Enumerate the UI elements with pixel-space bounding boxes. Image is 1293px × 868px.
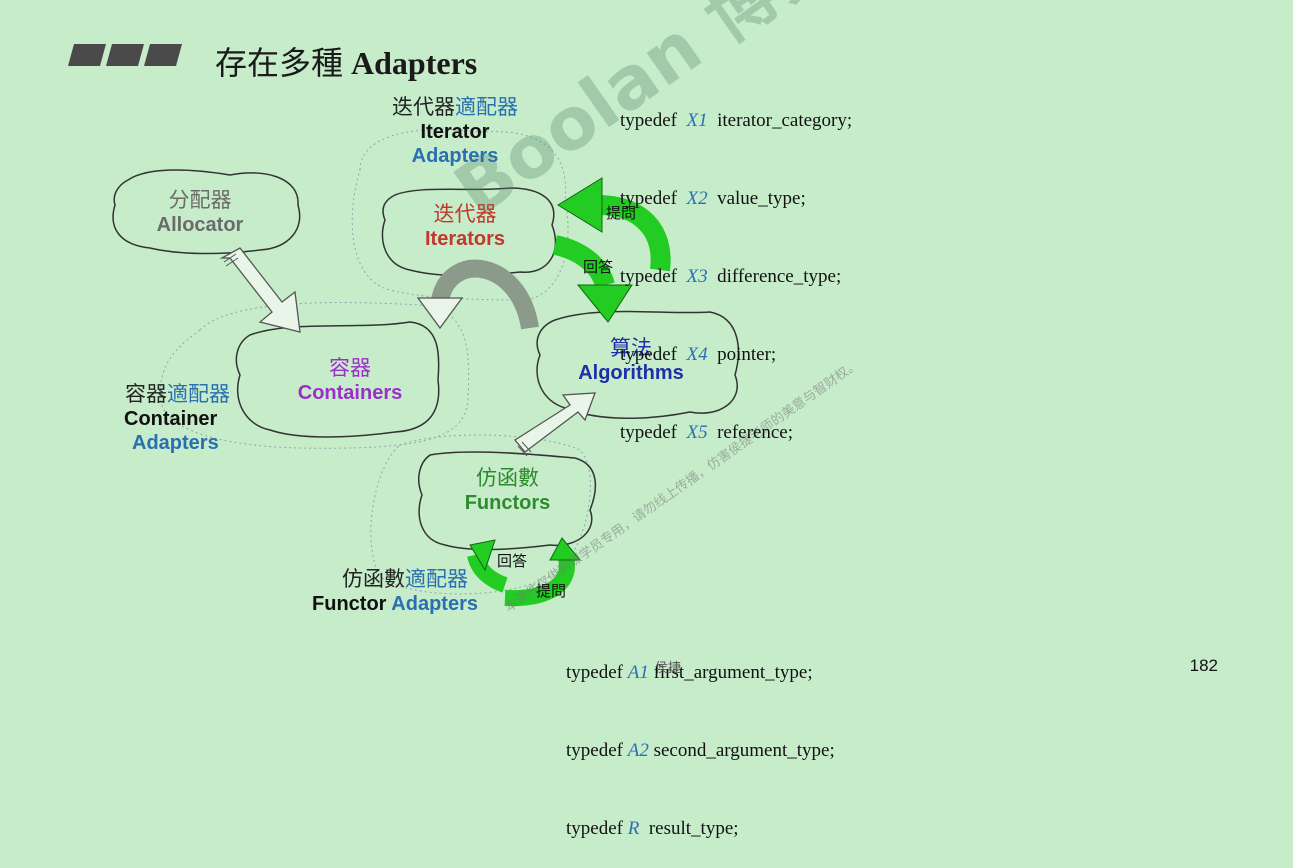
ask-bottom-label: 提問: [536, 582, 567, 600]
typedef-top-row: typedef X4 pointer;: [620, 344, 777, 365]
typedef-top-row: typedef X1 iterator_category;: [620, 110, 853, 131]
iterator-adapters-cn2: 適配器: [455, 95, 518, 119]
algorithms-to-containers-curved-arrow: [416, 259, 539, 330]
ask-top-label: 提問: [606, 204, 637, 222]
container-adapters-cn1: 容器: [125, 382, 167, 406]
functors-en: Functors: [464, 492, 551, 515]
algorithms-en: Algorithms: [578, 362, 684, 385]
iterator-adapter-region: [351, 128, 569, 301]
algorithms-node: 算法 Algorithms: [570, 336, 692, 385]
container-adapters-cn2: 適配器: [167, 382, 230, 406]
functor-adapters-label: 仿函數適配器 Functor Adapters: [300, 567, 490, 616]
ask-bottom-green-arrow: [504, 537, 582, 607]
diagram-canvas: [112, 128, 740, 607]
allocator-en: Allocator: [156, 214, 244, 237]
typedef-top-row: typedef X2 value_type;: [620, 188, 806, 209]
functors-node: 仿函數 Functors: [455, 466, 560, 515]
container-adapters-label: 容器適配器 Container Adapters: [110, 382, 245, 455]
typedef-bottom-row: typedef A2 second_argument_type;: [566, 740, 835, 761]
ask-top-green-arrow: [557, 177, 671, 272]
typedef-top-row: typedef X5 reference;: [620, 422, 794, 443]
iterator-adapters-en1: Iterator: [420, 121, 490, 144]
iterator-adapters-en2: Adapters: [411, 145, 499, 168]
answer-top-green-arrow: [552, 235, 633, 323]
allocator-node: 分配器 Allocator: [150, 188, 250, 237]
containers-en: Containers: [297, 382, 403, 405]
containers-cn: 容器: [329, 356, 371, 380]
title-bars-icon: [68, 44, 182, 66]
page-number: 182: [1189, 656, 1218, 675]
typedefs-bottom: typedef A1 first_argument_type; typedef …: [566, 608, 835, 868]
typedefs-top: typedef X1 iterator_category; typedef X2…: [620, 56, 852, 472]
algorithms-cn: 算法: [610, 336, 652, 360]
allocator-to-containers-arrow: [219, 247, 301, 333]
functor-adapters-en2: Adapters: [391, 593, 478, 616]
iterators-node: 迭代器 Iterators: [410, 202, 520, 251]
title-latin: Adapters: [351, 45, 478, 81]
functors-cn: 仿函數: [476, 466, 539, 490]
functor-adapters-cn2: 適配器: [405, 567, 468, 591]
answer-bottom-green-arrow: [467, 539, 508, 593]
iterator-adapters-label: 迭代器適配器 Iterator Adapters: [375, 95, 535, 168]
iterators-cloud: [381, 187, 557, 277]
allocator-cloud: [112, 169, 301, 255]
containers-node: 容器 Containers: [290, 356, 410, 405]
answer-bottom-label: 回答: [497, 552, 528, 570]
algorithms-cloud: [536, 310, 740, 419]
typedef-top-row: typedef X3 difference_type;: [620, 266, 842, 287]
author-label: 侯捷: [655, 661, 682, 676]
iterators-cn: 迭代器: [433, 202, 497, 226]
iterators-en: Iterators: [424, 228, 506, 251]
container-adapters-en2: Adapters: [132, 432, 219, 455]
typedef-bottom-row: typedef A1 first_argument_type;: [566, 662, 813, 683]
allocator-cn: 分配器: [168, 188, 232, 212]
functors-cloud: [418, 451, 597, 551]
iterator-adapters-cn1: 迭代器: [392, 95, 455, 119]
container-adapter-region: [159, 302, 470, 449]
container-adapters-en1: Container: [124, 408, 218, 431]
functor-adapters-en1: Functor: [312, 593, 387, 616]
functors-to-algorithms-arrow: [514, 392, 596, 457]
page-title: 存在多種 Adapters: [215, 38, 477, 84]
functor-adapters-cn1: 仿函數: [342, 567, 405, 591]
containers-cloud: [235, 321, 440, 438]
answer-top-label: 回答: [583, 258, 614, 276]
title-cjk: 存在多種: [215, 45, 344, 81]
typedef-bottom-row: typedef R result_type;: [566, 818, 739, 839]
